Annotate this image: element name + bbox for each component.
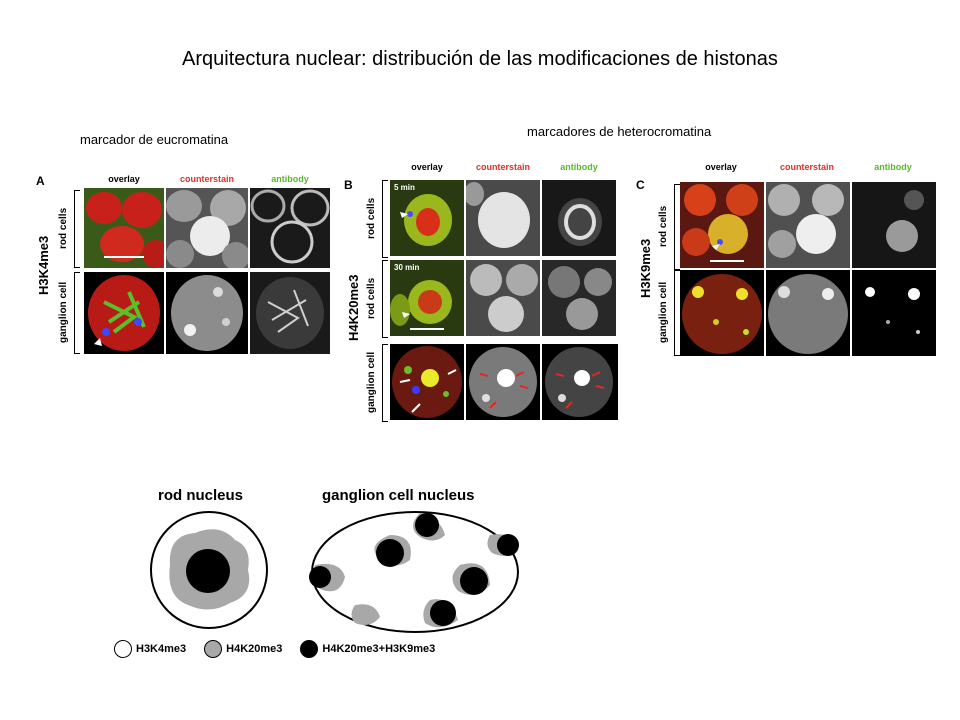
panel-a-row-ganglion: ganglion cell	[58, 281, 69, 343]
page-title: Arquitectura nuclear: distribución de la…	[182, 48, 778, 70]
nucleus-diagram	[150, 511, 519, 633]
panel-b-bracket-ganglion	[382, 344, 388, 422]
diagram-legend: H3K4me3 H4K20me3 H4K20me3+H3K9me3	[114, 638, 435, 660]
panel-b-rod30-overlay: 30 min	[390, 260, 464, 336]
panel-c-rod-overlay	[680, 182, 764, 268]
panel-b-col-overlay: overlay	[411, 162, 443, 172]
panel-c-row-rod: rod cells	[658, 205, 669, 247]
panel-c-col-antibody: antibody	[874, 162, 912, 172]
panel-b-row-ganglion: ganglion cell	[366, 351, 377, 413]
panel-a-row-rod: rod cells	[58, 207, 69, 249]
panel-a-col-antibody: antibody	[271, 174, 309, 184]
panel-b-ganglion-antibody	[542, 344, 618, 420]
panel-c-rod-counterstain	[766, 182, 850, 268]
panel-a-ganglion-overlay	[84, 272, 164, 354]
panel-c-letter: C	[636, 178, 645, 192]
legend-item-h4k20me3: H4K20me3	[204, 640, 282, 658]
legend-swatch-black	[300, 640, 319, 658]
panel-b-row-rod-1: rod cells	[366, 197, 377, 239]
panel-a-ganglion-antibody	[250, 272, 330, 354]
panel-b-rod5-overlay: 5 min	[390, 180, 464, 256]
panel-b-rod5-counterstain	[466, 180, 540, 256]
legend-label-h3k4me3: H3K4me3	[136, 643, 187, 655]
panel-c-col-overlay: overlay	[705, 162, 737, 172]
panel-c-bracket-ganglion	[674, 270, 680, 356]
panel-a-rod-overlay	[84, 188, 164, 268]
panel-c-mark-label: H3K9me3	[638, 238, 653, 298]
rod-nucleus-diagram	[150, 511, 268, 629]
panel-c-row-ganglion: ganglion cell	[658, 281, 669, 343]
diagram-rod-title: rod nucleus	[158, 487, 244, 504]
panel-c-ganglion-antibody	[852, 270, 936, 356]
legend-label-h4k20me3: H4K20me3	[226, 643, 283, 655]
panel-c-rod-antibody	[852, 182, 936, 268]
legend-swatch-white	[114, 640, 132, 658]
panel-b-mark-label: H4K20me3	[346, 274, 361, 342]
panel-a-mark-label: H3K4me3	[36, 235, 51, 295]
panel-b-bracket-rod-1	[382, 180, 388, 258]
panel-b: B overlay counterstain antibody H4K20me3…	[342, 158, 624, 426]
panel-c-ganglion-counterstain	[766, 270, 850, 356]
panel-c-ganglion-overlay	[680, 270, 764, 356]
panel-b-rod30-counterstain	[466, 260, 540, 336]
panel-b-col-counterstain: counterstain	[475, 162, 530, 172]
heterochromatin-caption: marcadores de heterocromatina	[527, 124, 712, 139]
legend-item-h3k4me3: H3K4me3	[114, 640, 186, 658]
panel-a-rod-counterstain	[166, 188, 248, 268]
panel-b-col-antibody: antibody	[560, 162, 598, 172]
legend-swatch-gray	[204, 640, 223, 658]
panel-c-bracket-rod	[674, 184, 680, 270]
euchromatin-caption: marcador de eucromatina	[80, 132, 229, 147]
panel-a-bracket-rod	[74, 190, 80, 268]
panel-a-bracket-ganglion	[74, 272, 80, 354]
legend-item-combined: H4K20me3+H3K9me3	[300, 640, 435, 658]
panel-b-time-5: 5 min	[394, 183, 415, 192]
panel-a: A overlay counterstain antibody H3K4me3 …	[34, 170, 334, 360]
panel-a-letter: A	[36, 174, 45, 188]
legend-label-combined: H4K20me3+H3K9me3	[322, 643, 436, 655]
panel-a-rod-antibody	[250, 188, 330, 268]
panel-b-rod5-antibody	[542, 180, 616, 256]
panel-c-col-counterstain: counterstain	[779, 162, 834, 172]
panel-a-ganglion-counterstain	[166, 272, 248, 354]
diagram-ganglion-title: ganglion cell nucleus	[322, 487, 475, 504]
panel-a-col-overlay: overlay	[108, 174, 140, 184]
panel-b-row-rod-2: rod cells	[366, 277, 377, 319]
panel-b-time-30: 30 min	[394, 263, 420, 272]
panel-b-ganglion-overlay	[390, 344, 464, 420]
panel-c: C overlay counterstain antibody H3K9me3 …	[634, 158, 940, 358]
panel-b-rod30-antibody	[542, 260, 616, 336]
panel-b-letter: B	[344, 178, 353, 192]
panel-a-col-counterstain: counterstain	[179, 174, 234, 184]
panel-b-bracket-rod-2	[382, 260, 388, 338]
ganglion-nucleus-diagram	[309, 511, 519, 633]
panel-b-ganglion-counterstain	[466, 344, 540, 420]
